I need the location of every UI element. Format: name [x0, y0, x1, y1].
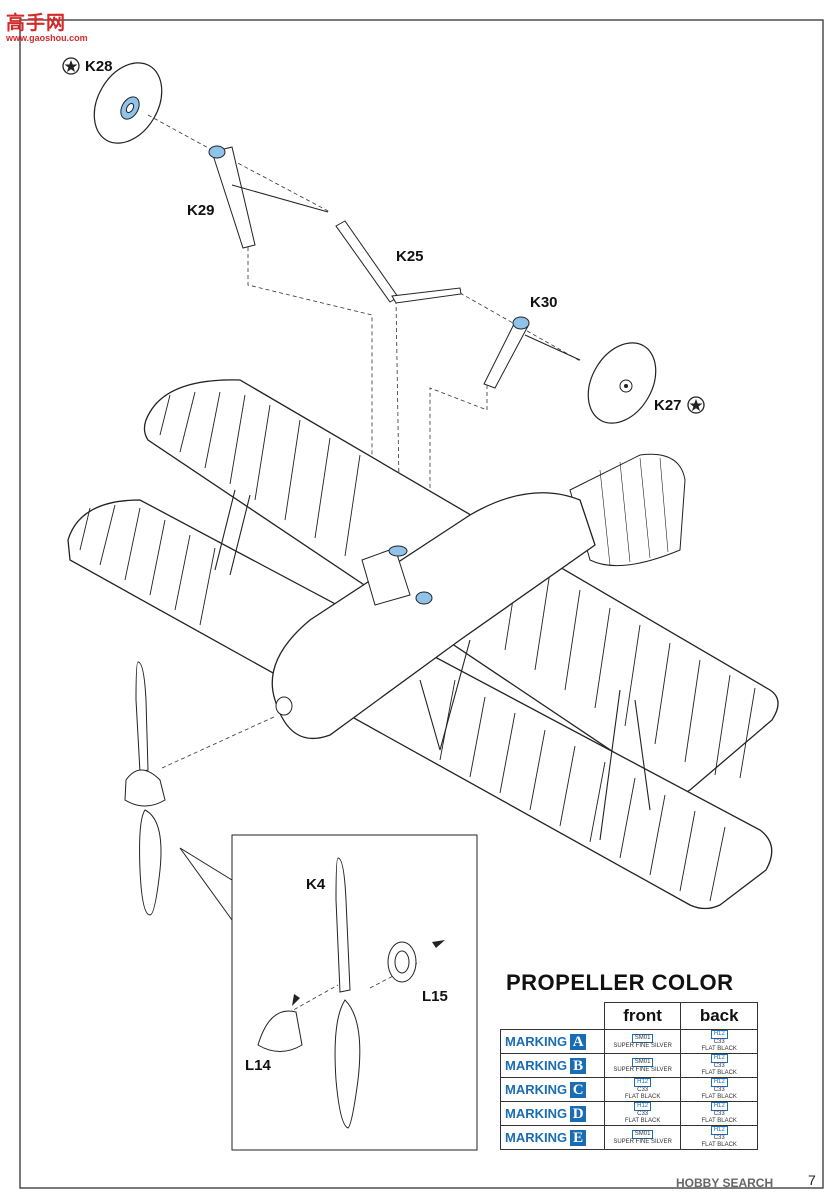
- color-code: C33: [713, 1111, 725, 1117]
- star-mark-k28: [62, 57, 80, 75]
- label-l14: L14: [245, 1057, 271, 1074]
- color-name: SUPER FINE SILVER: [613, 1138, 672, 1145]
- color-code: H12: [710, 1126, 728, 1135]
- watermark: 高手网 www.gaoshou.com: [6, 8, 88, 43]
- marking-letter: D: [570, 1105, 587, 1122]
- label-k30: K30: [530, 294, 558, 311]
- wheel-k28: [93, 62, 163, 144]
- strut-k29: [208, 145, 329, 249]
- color-code: C33: [713, 1135, 725, 1141]
- label-k25: K25: [396, 248, 424, 265]
- color-name: FLAT BLACK: [624, 1094, 661, 1100]
- marking-letter: A: [570, 1033, 587, 1050]
- fuselage: [271, 492, 596, 740]
- color-code: C33: [637, 1087, 649, 1093]
- marking-word: MARKING: [505, 1033, 568, 1049]
- color-name: FLAT BLACK: [701, 1118, 737, 1124]
- table-title: PROPELLER COLOR: [506, 970, 734, 995]
- marking-letter: B: [570, 1057, 587, 1074]
- header-front: front: [603, 1002, 682, 1030]
- color-code: SM01: [631, 1057, 654, 1067]
- color-code: H12: [634, 1078, 652, 1087]
- label-k29: K29: [187, 202, 215, 219]
- color-code: C33: [713, 1063, 725, 1069]
- watermark-title: 高手网: [6, 13, 67, 34]
- color-name: FLAT BLACK: [624, 1118, 661, 1124]
- color-code: C33: [713, 1039, 725, 1045]
- strut-k30: [483, 316, 581, 389]
- color-code: H12: [710, 1078, 728, 1087]
- header-back: back: [680, 1002, 758, 1030]
- strut-k25: [335, 220, 462, 304]
- page-number: 7: [808, 1172, 816, 1188]
- marking-word: MARKING: [505, 1057, 568, 1073]
- color-code: H12: [710, 1102, 728, 1111]
- watermark-url: www.gaoshou.com: [6, 33, 88, 43]
- label-k4: K4: [306, 876, 326, 893]
- color-name: FLAT BLACK: [701, 1070, 737, 1076]
- color-name: SUPER FINE SILVER: [613, 1066, 672, 1073]
- footer-brand: HOBBY SEARCH: [676, 1176, 774, 1190]
- label-l15: L15: [422, 988, 448, 1005]
- propeller-assembly: [124, 661, 166, 916]
- lower-wing: [67, 499, 773, 910]
- color-name: FLAT BLACK: [701, 1142, 737, 1148]
- color-code: SM01: [631, 1033, 654, 1043]
- color-code: H12: [710, 1030, 728, 1039]
- star-mark-k27: [687, 396, 705, 414]
- color-code: C33: [713, 1087, 725, 1093]
- page-border: [19, 19, 824, 1189]
- color-name: SUPER FINE SILVER: [613, 1042, 672, 1049]
- tail-fin: [569, 453, 686, 567]
- color-code: H12: [710, 1054, 728, 1063]
- header-blank: [501, 1003, 605, 1030]
- marking-letter: C: [570, 1081, 587, 1098]
- wheel-k27: [587, 342, 657, 424]
- label-k27: K27: [654, 397, 682, 414]
- color-name: FLAT BLACK: [701, 1046, 737, 1052]
- marking-word: MARKING: [505, 1129, 568, 1145]
- guide-lines: [147, 114, 583, 1014]
- table-header-row: front back: [501, 1002, 758, 1030]
- color-code: SM01: [631, 1129, 654, 1139]
- propeller-inset: [179, 834, 478, 1151]
- color-name: FLAT BLACK: [701, 1094, 737, 1100]
- marking-letter: E: [570, 1129, 587, 1146]
- marking-word: MARKING: [505, 1081, 568, 1097]
- color-code: H12: [634, 1102, 652, 1111]
- marking-word: MARKING: [505, 1105, 568, 1121]
- label-k28: K28: [85, 58, 113, 75]
- wing-struts: [214, 489, 651, 841]
- color-code: C33: [637, 1111, 649, 1117]
